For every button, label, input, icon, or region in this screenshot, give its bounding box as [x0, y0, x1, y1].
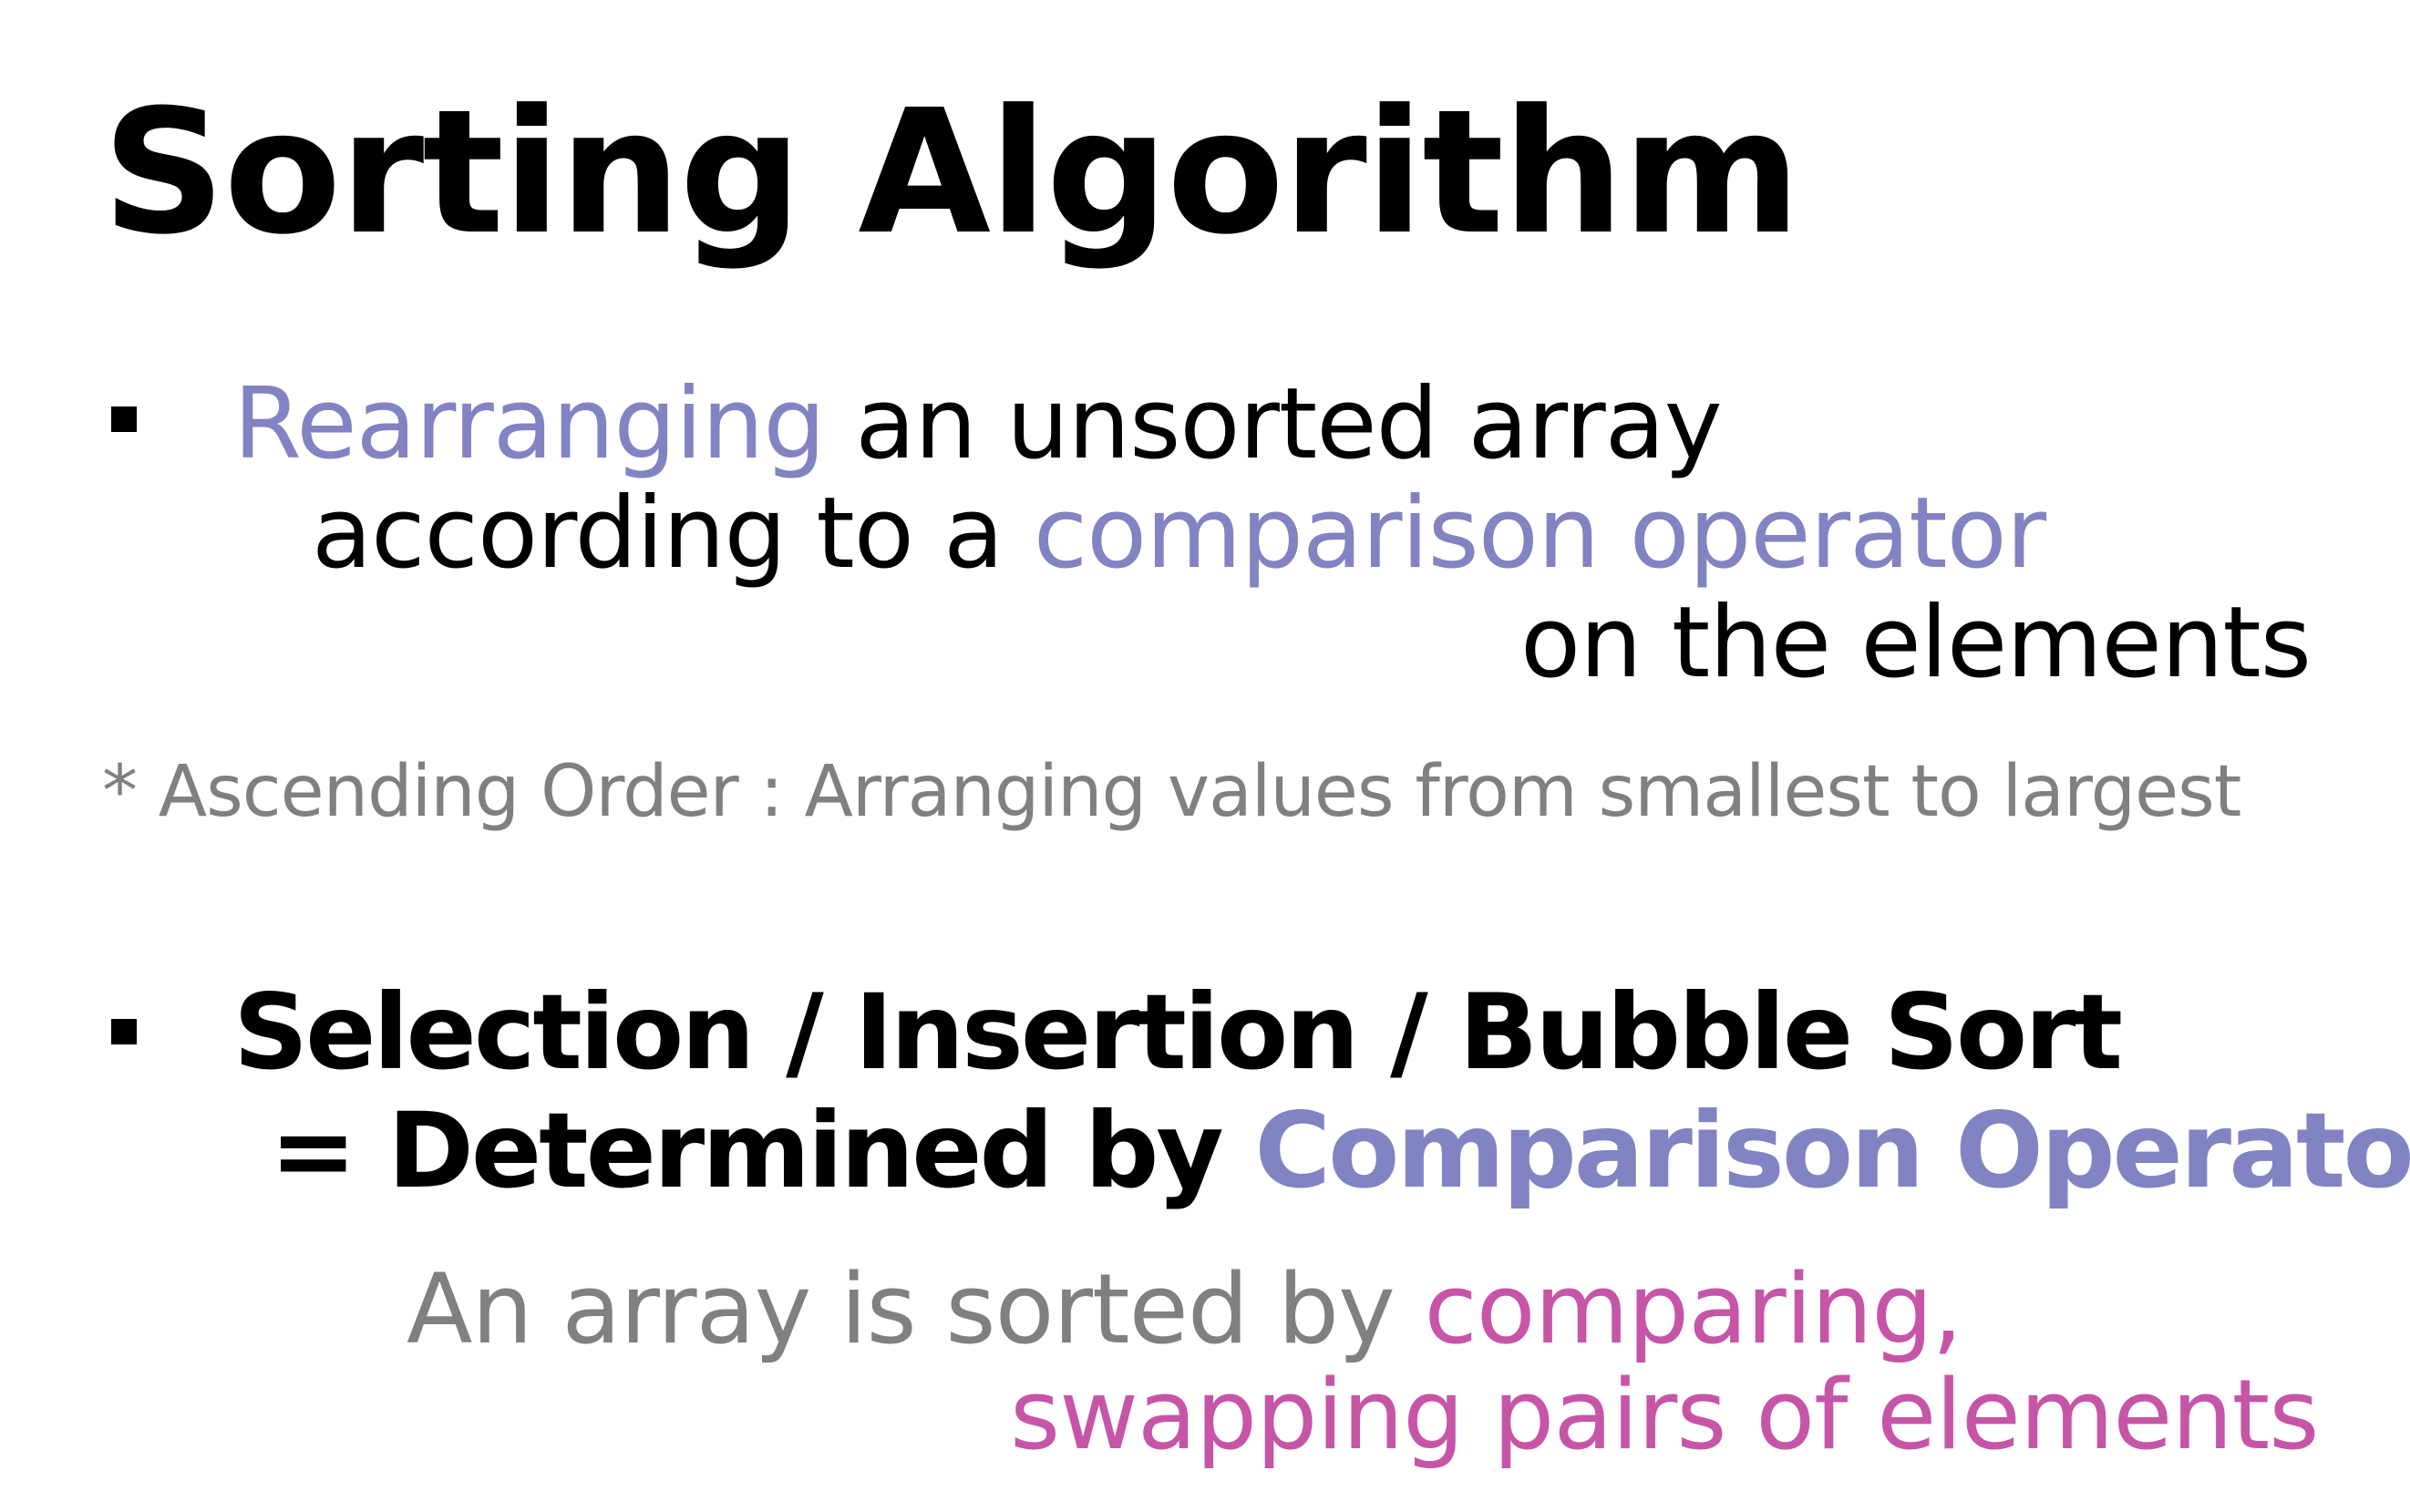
explanation-line-2: swapping pairs of elements: [1010, 1359, 2319, 1471]
definition-text: an unsorted array: [824, 367, 1722, 481]
explanation-text: An array is sorted by: [407, 1253, 1425, 1365]
highlight-rearranging: Rearranging: [233, 367, 826, 481]
definition-line-1: Rearranging an unsorted array: [233, 375, 1723, 474]
highlight-comparing: comparing,: [1424, 1253, 1963, 1365]
explanation-line-1: An array is sorted by comparing,: [407, 1261, 1962, 1358]
definition-line-2: according to a comparison operator: [312, 485, 2046, 583]
definition-text: according to a: [312, 477, 1034, 591]
definition-line-3: on the elements: [1520, 586, 2312, 700]
determined-by-line: = Determined by Comparison Operator: [270, 1099, 2410, 1203]
ascending-order-note: * Ascending Order : Arranging values fro…: [102, 751, 2241, 833]
bullet-marker: [111, 406, 137, 432]
highlight-comparison-operator-bold: Comparison Operator: [1254, 1090, 2410, 1211]
determined-by-text: = Determined by: [270, 1090, 1255, 1211]
bullet-marker: [111, 1019, 137, 1044]
page-title: Sorting Algorithm: [102, 73, 1801, 273]
sort-types-heading: Selection / Insertion / Bubble Sort: [233, 972, 2123, 1093]
highlight-comparison-operator: comparison operator: [1033, 477, 2046, 591]
